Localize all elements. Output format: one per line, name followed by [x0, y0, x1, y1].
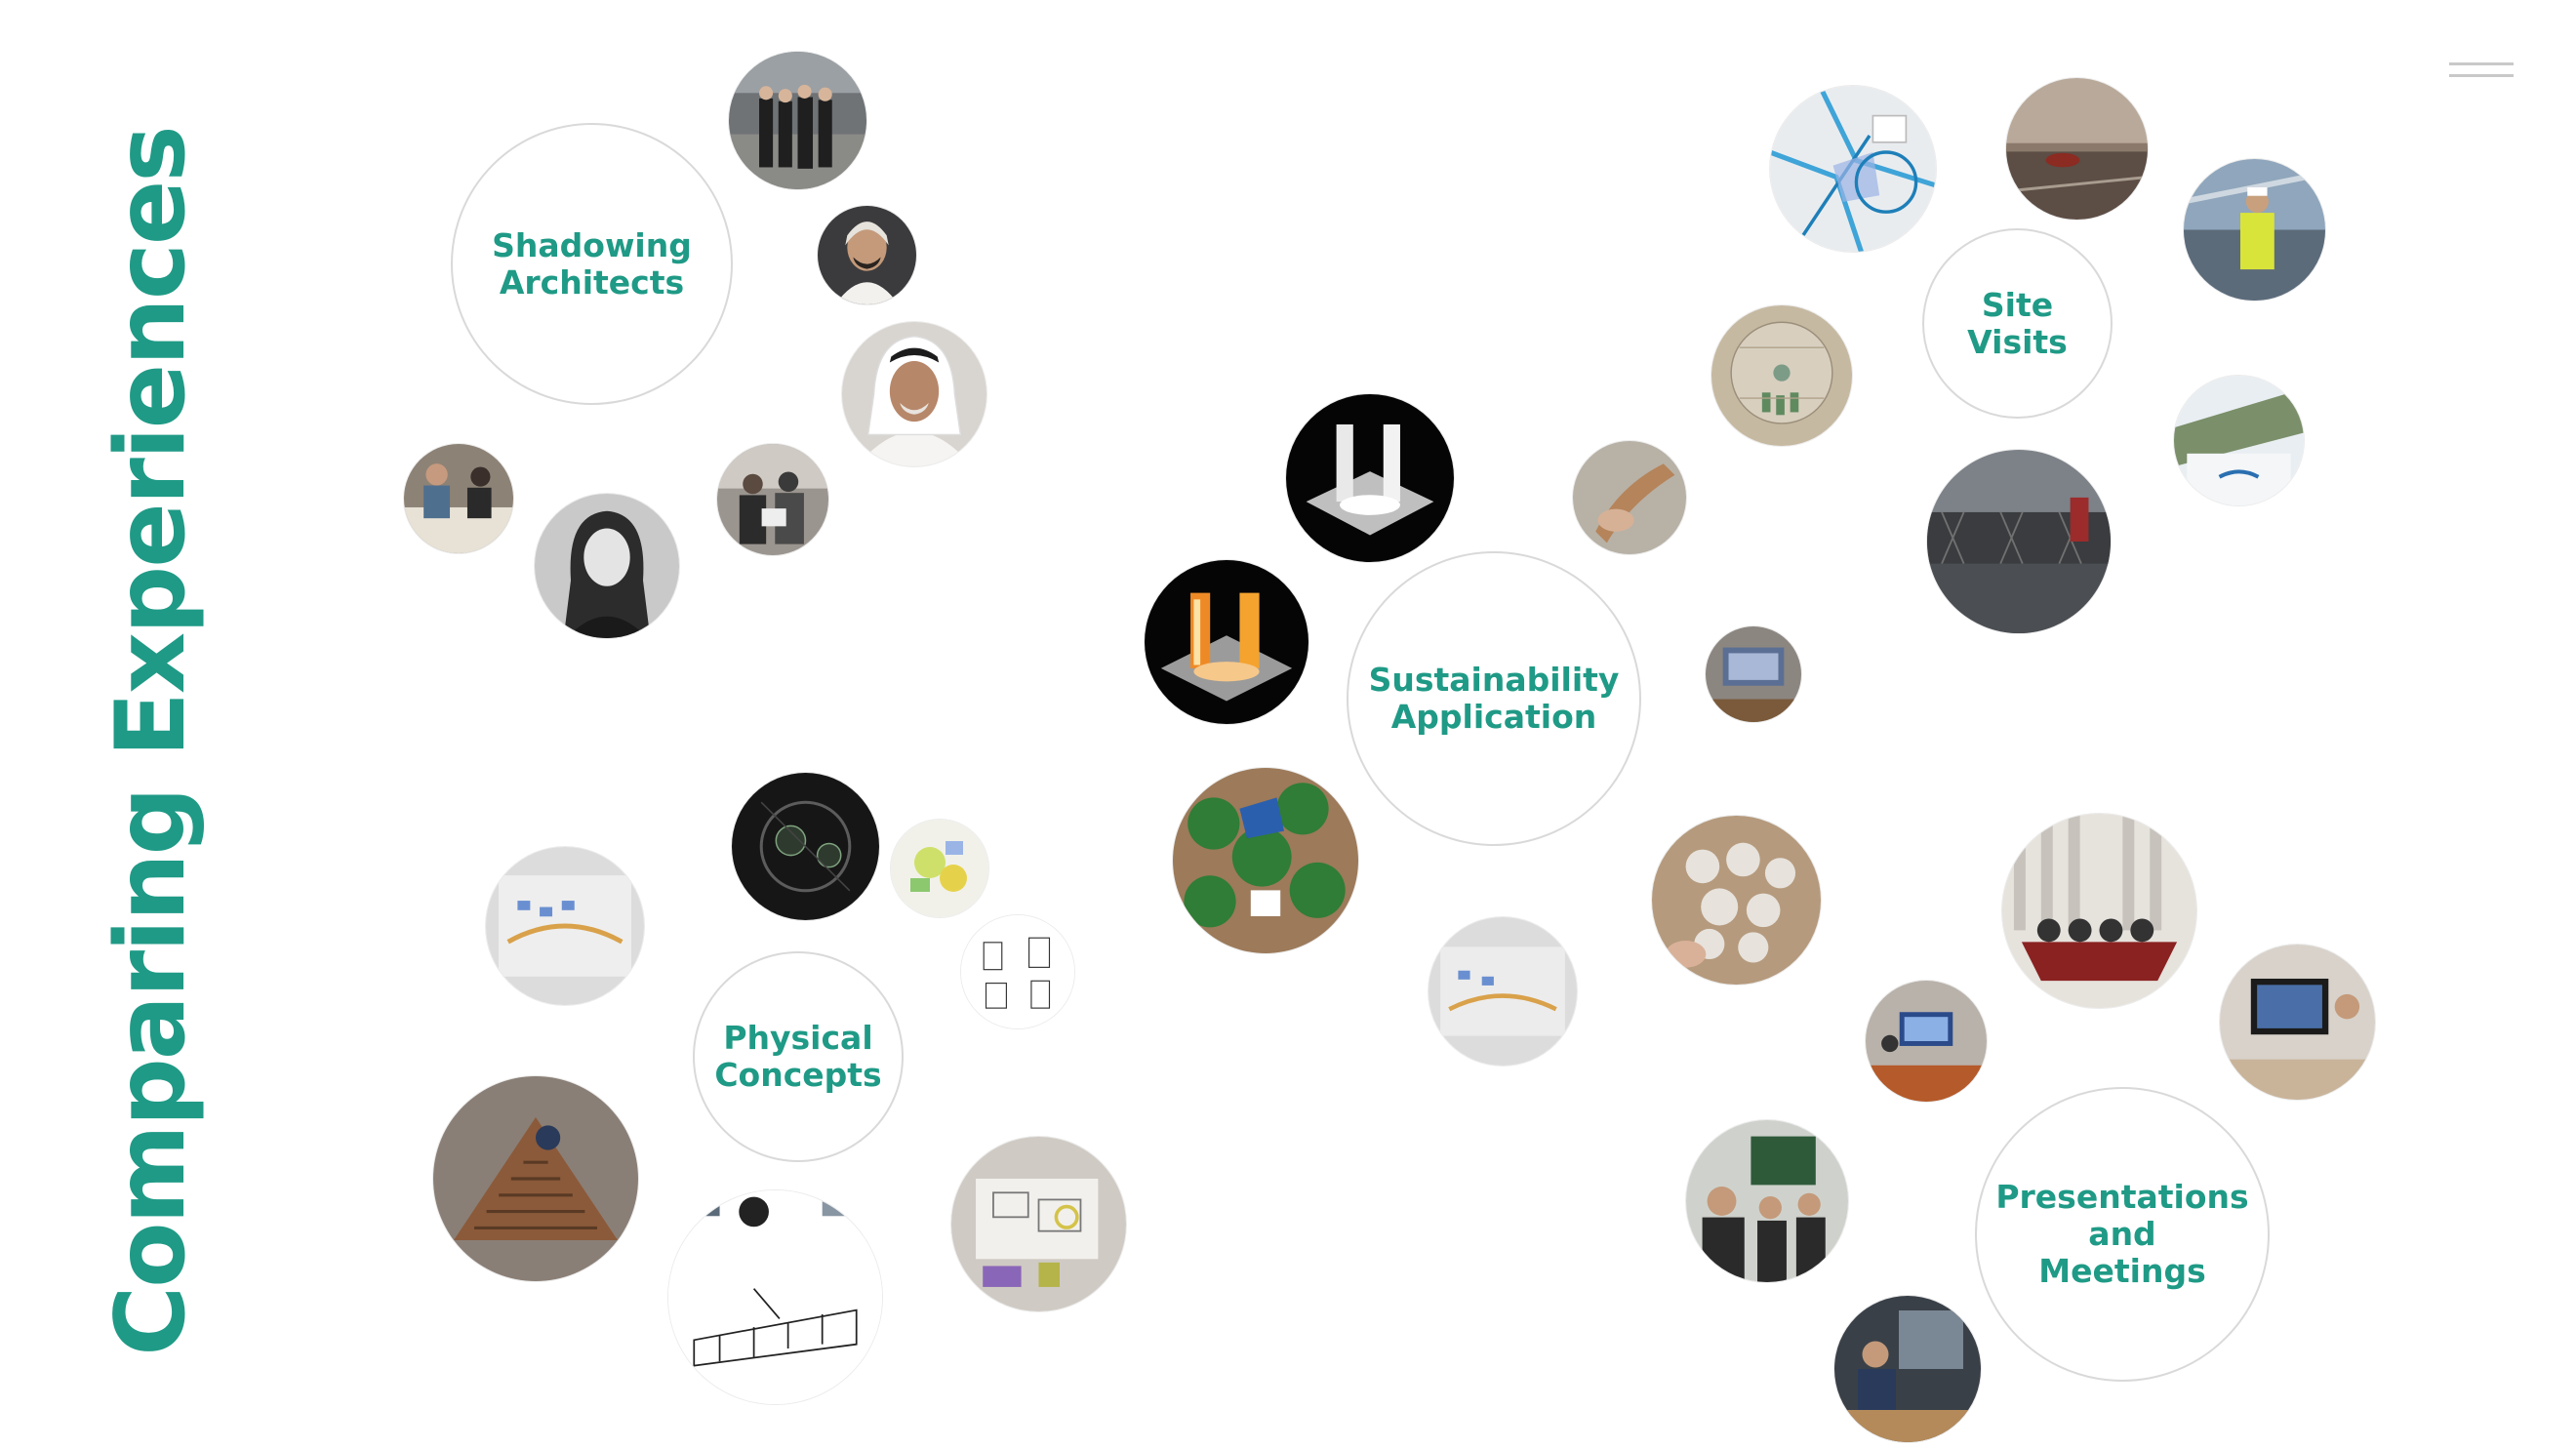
- green-plant-model[interactable]: [1173, 768, 1358, 953]
- site-visits-circle[interactable]: Site Visits: [1922, 228, 2113, 419]
- white-towers-model[interactable]: [1286, 394, 1454, 562]
- portrait-woman[interactable]: [535, 494, 679, 638]
- group-photo-team[interactable]: [729, 52, 866, 189]
- dark-plan-drawing[interactable]: [732, 773, 879, 920]
- wood-model-hand[interactable]: [1573, 441, 1686, 554]
- road-site-photo[interactable]: [2006, 78, 2148, 220]
- plan-overlay[interactable]: [1429, 917, 1577, 1066]
- furniture-sketch[interactable]: [961, 915, 1074, 1028]
- people-reviewing-plans[interactable]: [717, 444, 828, 555]
- shadowing-architects-label: Shadowing Architects: [492, 225, 692, 302]
- people-workspace[interactable]: [1834, 1296, 1981, 1442]
- screen-meeting[interactable]: [1706, 626, 1801, 722]
- sustainability-application-circle[interactable]: Sustainability Application: [1347, 551, 1641, 846]
- site-map[interactable]: [1770, 86, 1936, 252]
- aerial-masterplan[interactable]: [1711, 305, 1852, 446]
- page-title: Comparing Experiences: [96, 127, 207, 1356]
- perforated-panel[interactable]: [1652, 816, 1821, 985]
- orange-towers-model[interactable]: [1145, 560, 1308, 724]
- computer-monitor[interactable]: [2220, 945, 2375, 1100]
- presentations-meetings-circle[interactable]: Presentations and Meetings: [1975, 1087, 2270, 1382]
- group-meeting[interactable]: [1686, 1120, 1848, 1282]
- sustainability-application-label: Sustainability Application: [1368, 661, 1620, 736]
- site-visits-label: Site Visits: [1967, 285, 2068, 361]
- presentations-meetings-label: Presentations and Meetings: [1995, 1178, 2249, 1290]
- worker-safety-vest[interactable]: [2184, 159, 2325, 301]
- blue-plan-sketch[interactable]: [486, 847, 644, 1005]
- physical-concepts-circle[interactable]: Physical Concepts: [693, 951, 904, 1162]
- boat-signage[interactable]: [2174, 376, 2304, 505]
- wood-layered-model[interactable]: [433, 1076, 638, 1281]
- portrait-man-ghutra[interactable]: [818, 206, 916, 304]
- physical-concepts-label: Physical Concepts: [714, 1019, 882, 1094]
- hamburger-menu-icon[interactable]: [2449, 59, 2514, 82]
- building-gate[interactable]: [1927, 450, 2111, 633]
- people-drawing-table[interactable]: [404, 444, 513, 553]
- colored-plan[interactable]: [891, 820, 988, 917]
- building-sketch[interactable]: [668, 1190, 882, 1404]
- portrait-man-shemagh[interactable]: [842, 322, 986, 466]
- conference-room[interactable]: [2002, 814, 2196, 1008]
- desk-drawings-model[interactable]: [951, 1137, 1126, 1311]
- meeting-tv[interactable]: [1866, 981, 1987, 1102]
- shadowing-architects-circle[interactable]: Shadowing Architects: [451, 123, 733, 405]
